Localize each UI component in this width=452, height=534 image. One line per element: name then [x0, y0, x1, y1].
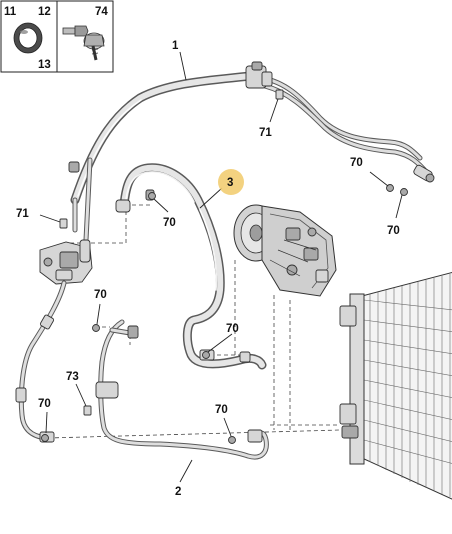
condenser-lower-bracket [339, 403, 357, 425]
callout-70-center: 70 [163, 217, 176, 229]
seal-ring-bottom-left [41, 434, 49, 442]
condenser [339, 272, 452, 500]
condenser-upper-bracket [339, 305, 357, 327]
highlight-badge-hose-3 [218, 169, 244, 195]
hose-1-junction-block [245, 61, 273, 89]
bolt-icon [62, 25, 105, 61]
callout-70-far-right: 70 [387, 225, 400, 237]
seal-ring-lower [202, 351, 210, 359]
seal-ring-right [386, 184, 394, 192]
lower-left-pipe [15, 280, 67, 443]
leader-lines [39, 51, 403, 483]
callout-hose-1: 1 [172, 40, 179, 52]
expansion-valve-block [39, 239, 93, 285]
callout-70-lower: 70 [226, 323, 239, 335]
callout-70-right: 70 [350, 157, 363, 169]
legend-callout-12: 12 [38, 6, 51, 18]
seal-ring-center [148, 192, 156, 200]
hose-3-upper-fitting [115, 199, 131, 213]
legend-callout-74: 74 [95, 6, 108, 18]
parts-legend-box: 11 12 13 74 [0, 0, 114, 73]
condenser-inlet-fitting [341, 425, 359, 439]
hose-2-assembly [95, 319, 269, 460]
callout-70-bottom-left: 70 [38, 398, 51, 410]
callout-labels: 1 2 3 71 71 70 70 70 70 70 73 70 70 [16, 40, 400, 498]
condenser-fins [363, 274, 452, 497]
callout-73: 73 [66, 371, 79, 383]
callout-70-bottom-mid: 70 [215, 404, 228, 416]
ac-compressor [233, 204, 337, 297]
callout-71-left: 71 [16, 208, 29, 220]
seal-ring-far-right [400, 188, 408, 196]
screw-73 [83, 405, 92, 416]
screw-71-top [275, 89, 284, 100]
hose-2-clip [95, 381, 119, 399]
legend-callout-11: 11 [4, 6, 17, 18]
o-ring-seal-icon [13, 22, 43, 54]
hose-2-end-fitting [247, 429, 263, 443]
seal-ring-left-mid [92, 324, 100, 332]
screw-71-left [59, 218, 68, 229]
hose-1-assembly [68, 61, 435, 243]
callout-hose-2: 2 [175, 486, 181, 498]
service-valve-cap [68, 161, 80, 173]
callout-hose-3: 3 [227, 177, 233, 189]
legend-callout-13: 13 [38, 59, 51, 71]
hose-3-assembly [115, 163, 267, 370]
callout-70-left-mid: 70 [94, 289, 107, 301]
seal-ring-bottom-mid [228, 436, 236, 444]
hardware-pieces [41, 89, 408, 444]
callout-71-top: 71 [259, 127, 272, 139]
hose-1-end-fitting [413, 164, 435, 183]
